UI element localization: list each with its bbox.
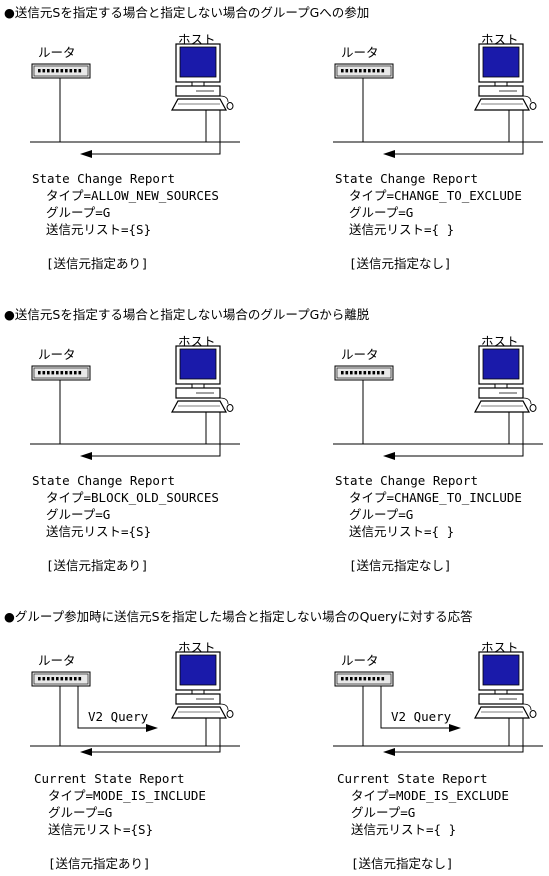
arrow-right-icon [77,686,158,732]
computer-host-icon [473,345,537,413]
report-type: タイプ=CHANGE_TO_EXCLUDE [349,188,522,203]
router-icon [334,63,394,79]
report-title: State Change Report [32,473,175,488]
report-group: グループ=G [349,507,414,522]
report-note: [送信元指定あり] [46,558,149,573]
arrow-left-icon [80,412,221,460]
report-source-list: 送信元リスト={ } [349,524,455,539]
arrow-left-icon [383,412,524,460]
computer-host-icon [473,43,537,111]
report-type: タイプ=ALLOW_NEW_SOURCES [46,188,219,203]
report-group: グループ=G [349,205,414,220]
report-source-list: 送信元リスト={S} [46,524,152,539]
host-label: ホスト [481,32,519,47]
section-title-query: ●グループ参加時に送信元Sを指定した場合と指定しない場合のQueryに対する応答 [4,609,473,624]
router-icon [31,63,91,79]
router-icon [31,365,91,381]
diagram-panel: ルータ ホスト State Change Report タイプ=CHANGE_TO_I… [303,302,549,573]
diagram-panel: ルータ ホスト State Change Report タイプ=CHANGE_TO_E… [303,0,549,271]
network-diagram [30,345,240,460]
network-diagram [30,43,240,158]
report-source-list: 送信元リスト={ } [351,822,457,837]
arrow-left-icon [383,718,524,756]
report-group: グループ=G [46,205,111,220]
router-icon [334,671,394,687]
section-title-leave: ●送信元Sを指定する場合と指定しない場合のグループGから離脱 [4,307,370,322]
report-type: タイプ=BLOCK_OLD_SOURCES [46,490,219,505]
computer-host-icon [170,345,234,413]
diagram-panel: ルータ ホスト State Change Report タイプ=BLOCK_OLD_S… [0,302,270,573]
report-note: [送信元指定なし] [349,256,452,271]
report-title: State Change Report [335,171,478,186]
router-label: ルータ [38,347,76,362]
computer-host-icon [170,651,234,719]
router-icon [31,671,91,687]
network-diagram [333,345,543,460]
v2-query-label: V2 Query [391,709,452,724]
report-group: グループ=G [46,507,111,522]
report-type: タイプ=MODE_IS_INCLUDE [48,788,206,803]
v2-query-label: V2 Query [88,709,149,724]
host-label: ホスト [178,334,216,349]
report-note: [送信元指定あり] [46,256,149,271]
section-title-join: ●送信元Sを指定する場合と指定しない場合のグループGへの参加 [4,5,370,20]
report-type: タイプ=CHANGE_TO_INCLUDE [349,490,522,505]
report-group: グループ=G [351,805,416,820]
report-title: Current State Report [34,771,185,786]
arrow-left-icon [383,110,524,158]
host-label: ホスト [481,640,519,655]
computer-host-icon [170,43,234,111]
report-note: [送信元指定なし] [349,558,452,573]
network-diagram [30,651,240,756]
report-group: グループ=G [48,805,113,820]
report-title: State Change Report [32,171,175,186]
host-label: ホスト [481,334,519,349]
router-label: ルータ [38,45,76,60]
diagram-panel: ルータ ホスト State Change Report タイプ=ALLOW_NEW_S… [0,0,270,271]
host-label: ホスト [178,32,216,47]
report-source-list: 送信元リスト={S} [48,822,154,837]
report-title: State Change Report [335,473,478,488]
arrow-left-icon [80,110,221,158]
report-source-list: 送信元リスト={S} [46,222,152,237]
report-source-list: 送信元リスト={ } [349,222,455,237]
report-type: タイプ=MODE_IS_EXCLUDE [351,788,509,803]
host-label: ホスト [178,640,216,655]
router-label: ルータ [341,347,379,362]
report-note: [送信元指定なし] [351,856,454,871]
arrow-left-icon [80,718,221,756]
router-label: ルータ [38,653,76,668]
network-diagram [333,43,543,158]
network-diagram [333,651,543,756]
computer-host-icon [473,651,537,719]
router-label: ルータ [341,45,379,60]
arrow-right-icon [380,686,461,732]
report-title: Current State Report [337,771,488,786]
router-label: ルータ [341,653,379,668]
report-note: [送信元指定あり] [48,856,151,871]
router-icon [334,365,394,381]
